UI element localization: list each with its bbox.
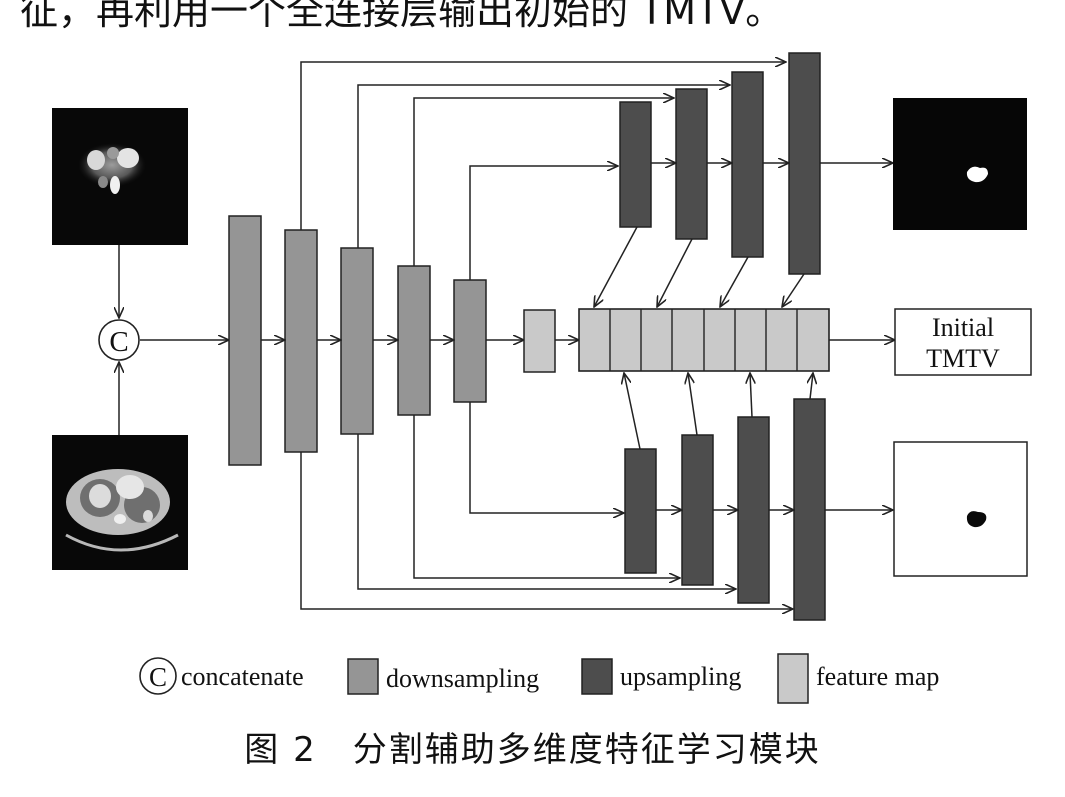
concatenate-node: C [98, 319, 140, 361]
legend-upsampling-swatch [581, 658, 613, 695]
up-block [675, 88, 708, 240]
decoder-bottom [624, 398, 826, 621]
legend-concatenate-icon [139, 657, 177, 695]
decoder-top [619, 52, 821, 275]
concatenated-feature-maps [578, 308, 830, 372]
pet-segmentation-mask [893, 98, 1027, 230]
legend: C concatenate downsampling upsampling fe… [139, 653, 939, 704]
arrow-up-top-4-to-features [782, 273, 805, 307]
arrow-up-bottom-4-to-features [810, 373, 813, 400]
top-text-line: 征，再利用一个全连接层输出初始的 TMTV。 [20, 0, 784, 33]
up-block [737, 416, 770, 604]
pet-image [52, 108, 188, 245]
down-block [228, 215, 262, 466]
initial-tmtv-box: Initial TMTV [894, 308, 1032, 376]
down-block [284, 229, 318, 453]
initial-tmtv-line2: TMTV [926, 344, 1000, 373]
legend-concatenate-label: concatenate [181, 662, 304, 691]
arrow-up-top-2-to-features [657, 238, 693, 307]
skip-connections [300, 62, 793, 609]
up-block [788, 52, 821, 275]
up-block [793, 398, 826, 621]
bottleneck-feature-map [523, 309, 556, 373]
arrow-up-bottom-1-to-features [624, 373, 641, 450]
down-block [397, 265, 431, 416]
skip-bottom-1 [300, 452, 793, 609]
up-block [619, 101, 652, 228]
encoder [228, 215, 487, 466]
skip-top-4 [469, 166, 618, 280]
skip-bottom-4 [469, 402, 624, 513]
down-block [340, 247, 374, 435]
ct-image [52, 435, 188, 570]
arrow-up-top-3-to-features [720, 256, 749, 307]
arrow-up-bottom-3-to-features [750, 373, 752, 418]
legend-upsampling-label: upsampling [620, 662, 741, 691]
initial-tmtv-line1: Initial [932, 313, 994, 342]
legend-feature-map-swatch [777, 653, 809, 704]
svg-text:C: C [109, 326, 128, 358]
skip-top-3 [413, 98, 674, 266]
up-block [731, 71, 764, 258]
skip-top-1 [300, 62, 786, 230]
skip-top-2 [357, 85, 730, 248]
arrow-up-bottom-2-to-features [688, 373, 698, 436]
up-block [681, 434, 714, 586]
figure-caption: 图 2 分割辅助多维度特征学习模块 [244, 730, 821, 770]
skip-bottom-2 [357, 434, 736, 589]
ct-segmentation-mask [893, 441, 1028, 577]
legend-feature-map-label: feature map [816, 662, 939, 691]
arrow-up-top-1-to-features [594, 226, 638, 307]
legend-concatenate-symbol: C [149, 662, 167, 692]
skip-bottom-3 [413, 415, 680, 578]
legend-downsampling-label: downsampling [386, 664, 539, 693]
up-block [624, 448, 657, 574]
legend-downsampling-swatch [347, 658, 379, 695]
down-block [453, 279, 487, 403]
